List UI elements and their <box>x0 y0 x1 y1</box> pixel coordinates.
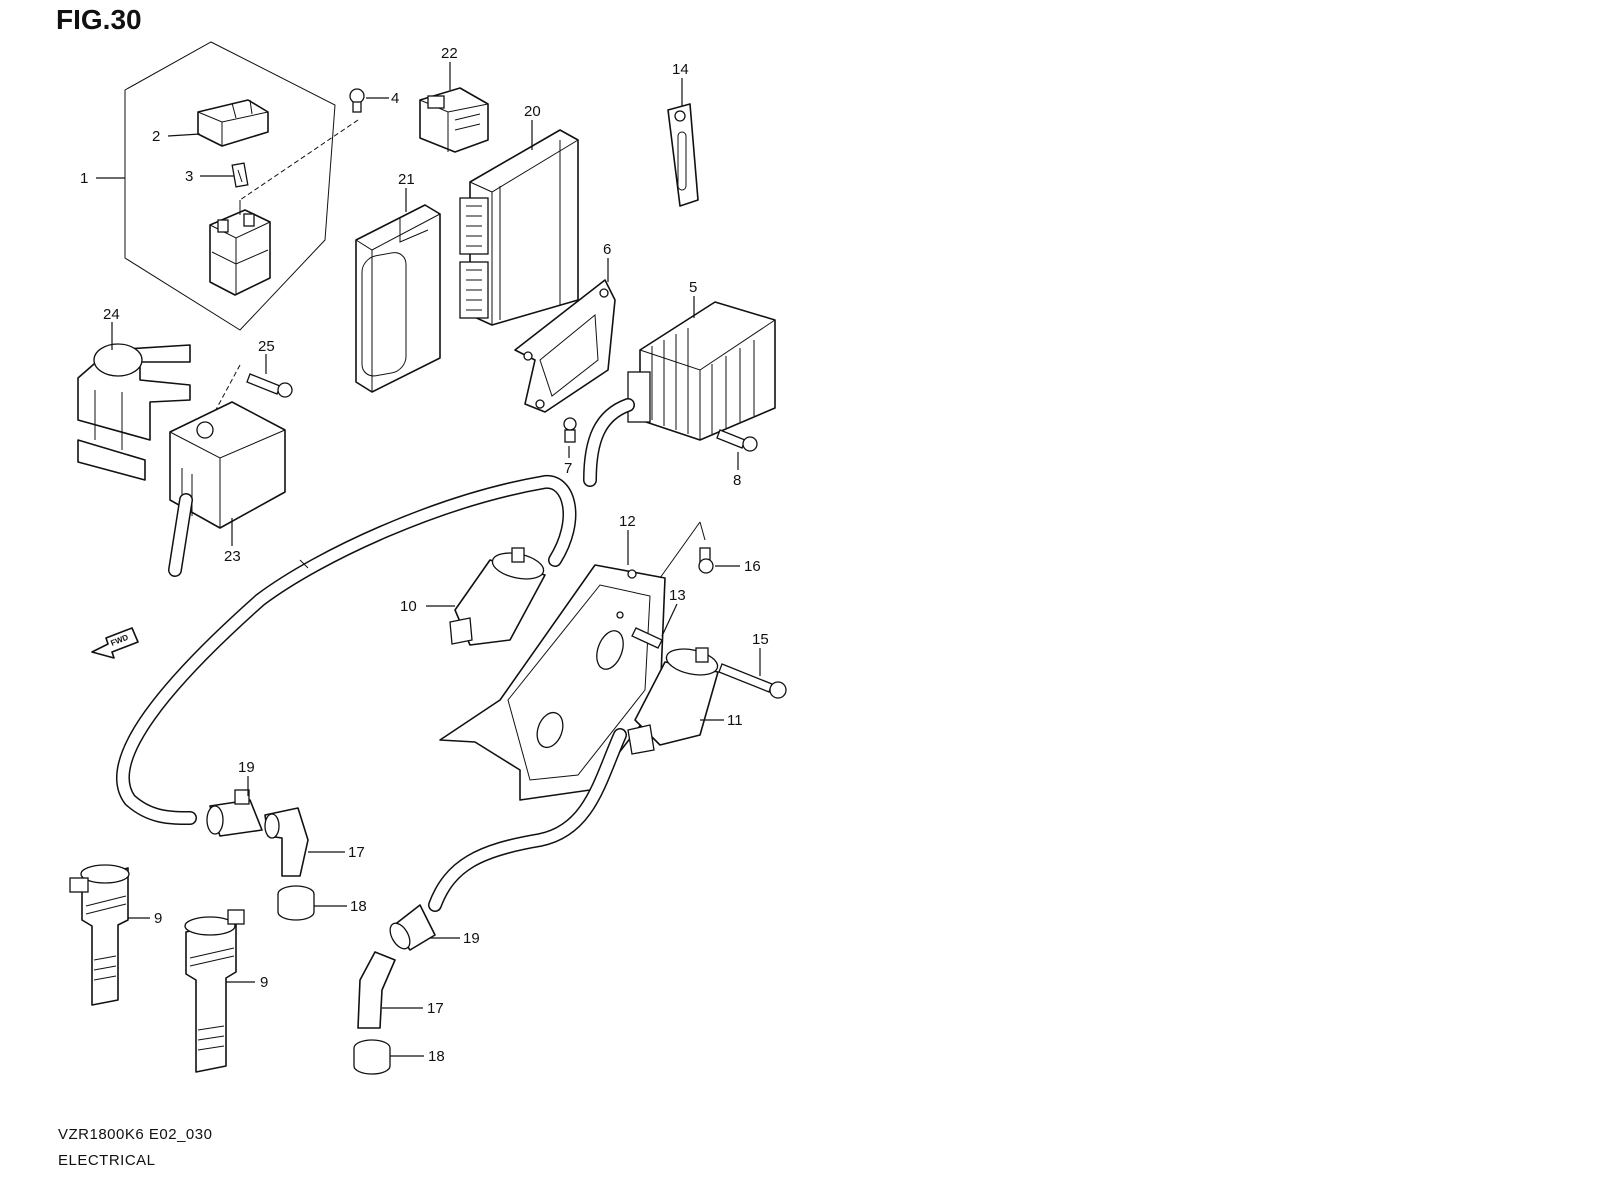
ignition-coil-part-10 <box>449 547 546 646</box>
holder-bracket-part <box>77 343 191 481</box>
screw-part-4 <box>349 88 365 113</box>
starter-relay-body-part <box>209 200 271 296</box>
strap-part <box>667 103 699 207</box>
callout-23: 23 <box>224 548 241 565</box>
callout-16: 16 <box>744 558 761 575</box>
callout-11: 11 <box>727 712 743 729</box>
callout-14: 14 <box>672 61 689 78</box>
regulator-bracket-part <box>514 279 616 413</box>
callout-25: 25 <box>258 338 275 355</box>
callout-18-upper: 18 <box>350 898 367 915</box>
regulator-rectifier-part <box>627 301 776 441</box>
stick-coil-part-9-left <box>69 864 130 1006</box>
coil-bracket-part <box>439 564 666 801</box>
callout-12: 12 <box>619 513 636 530</box>
figure-title: FIG.30 <box>56 4 142 35</box>
callout-5: 5 <box>689 279 697 296</box>
callout-4: 4 <box>391 90 399 107</box>
callout-18-lower: 18 <box>428 1048 445 1065</box>
plug-boot-part-17-upper <box>264 807 309 877</box>
callout-17-upper: 17 <box>348 844 365 861</box>
fuse-part <box>231 162 249 188</box>
callout-7: 7 <box>564 460 572 477</box>
plug-boot-part-17-lower <box>357 951 396 1029</box>
callout-9-right: 9 <box>260 974 268 991</box>
callout-19-upper: 19 <box>238 759 255 776</box>
callout-8: 8 <box>733 472 741 489</box>
ecm-unit-part <box>459 129 579 326</box>
callout-20: 20 <box>524 103 541 120</box>
callout-6: 6 <box>603 241 611 258</box>
bolt-part-15 <box>718 663 787 699</box>
seal-part-18-upper <box>277 885 315 921</box>
leader-lines <box>96 62 761 1057</box>
sensor-module-part <box>169 401 286 529</box>
callout-2: 2 <box>152 128 160 145</box>
bolt-part-16 <box>698 547 714 574</box>
callout-1: 1 <box>80 170 88 187</box>
callout-10: 10 <box>400 598 417 615</box>
callout-17-lower: 17 <box>427 1000 444 1017</box>
bolt-part-8 <box>716 429 758 452</box>
section-name: ELECTRICAL <box>58 1152 156 1169</box>
callout-15: 15 <box>752 631 769 648</box>
plug-cap-part-19-lower <box>389 904 436 951</box>
callout-19-lower: 19 <box>463 930 480 947</box>
callout-3: 3 <box>185 168 193 185</box>
relay-cover-part <box>197 99 269 147</box>
model-code: VZR1800K6 E02_030 <box>58 1126 213 1143</box>
callout-9-left: 9 <box>154 910 162 927</box>
callout-22: 22 <box>441 45 458 62</box>
ecm-case-part <box>355 204 441 393</box>
callout-labels: 1 2 3 4 5 6 7 8 9 9 10 11 12 13 14 15 16… <box>80 45 769 1065</box>
seal-part-18-lower <box>353 1039 391 1075</box>
bolt-part-25 <box>246 373 293 398</box>
fwd-arrow-icon: FWD <box>91 627 139 659</box>
starter-relay-group-box <box>124 41 336 331</box>
callout-24: 24 <box>103 306 120 323</box>
callout-13: 13 <box>669 587 686 604</box>
spacer-part <box>631 627 663 649</box>
stick-coil-part-9-right <box>184 909 245 1073</box>
connector-block-part <box>419 87 489 153</box>
ignition-coil-part-11 <box>627 647 719 755</box>
callout-21: 21 <box>398 171 415 188</box>
plug-cap-part-19-upper <box>206 789 263 837</box>
bolt-part-7 <box>563 417 577 443</box>
